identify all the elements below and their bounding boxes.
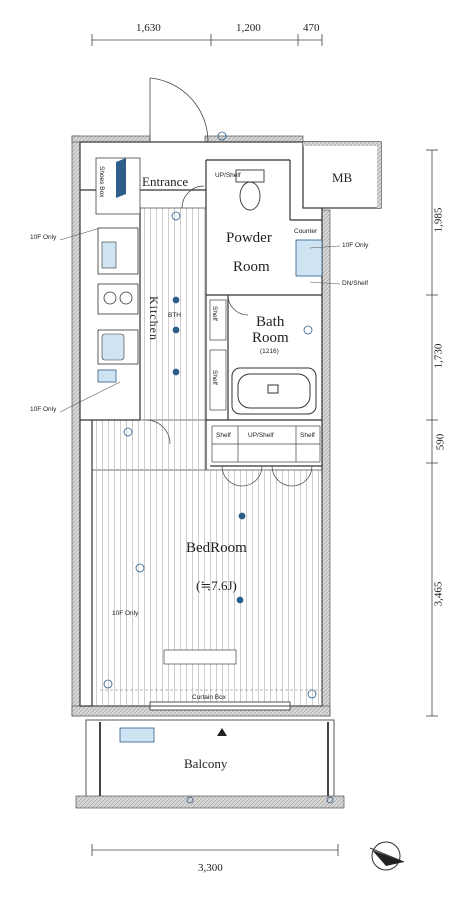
stove [97, 283, 139, 315]
dim-bottom: 3,300 [198, 862, 223, 874]
dn-shelf-label: DN/Shelf [342, 280, 369, 287]
dim-right-3: 590 [434, 433, 447, 451]
up-shelf-label-1: UP/Shelf [215, 172, 241, 179]
shelf-label-2: Shelf [211, 370, 218, 385]
balcony-marker [217, 728, 227, 736]
shelf-box-1 [209, 299, 227, 341]
bathtub [231, 367, 317, 415]
balcony-window [149, 701, 291, 711]
north-compass-icon [369, 841, 405, 871]
room-powder-label-1: Powder [226, 230, 272, 246]
mb-shaft [302, 141, 382, 209]
bath-size-label: (1216) [260, 348, 279, 355]
up-shelf-label-2: UP/Shelf [248, 432, 274, 439]
balcony [75, 719, 345, 809]
room-kitchen-label: Kitchen [147, 296, 161, 341]
closet-doors [221, 465, 313, 487]
hall-floor [92, 420, 210, 472]
dim-right-1: 1,985 [432, 207, 445, 233]
outlet-markers [97, 131, 334, 804]
closet-shelf-label-2: Shelf [300, 432, 315, 439]
entrance-door [149, 77, 209, 143]
room-balcony-label: Balcony [184, 756, 228, 771]
closet [211, 425, 321, 463]
dim-right-2: 1,730 [432, 343, 445, 369]
kitchen-floor [139, 207, 207, 421]
dim-top-2: 1,200 [236, 22, 261, 34]
dim-right-4: 3,465 [432, 581, 445, 607]
bedroom-size-label: (≒7.6J) [196, 578, 237, 593]
interior-doors [145, 185, 249, 445]
shelf-label-1: Shelf [211, 306, 218, 321]
dim-top-3: 470 [303, 22, 320, 34]
room-powder-label-2: Room [233, 259, 270, 275]
room-entrance-label: Entrance [142, 174, 189, 189]
option-label-3: 10F Only [342, 242, 369, 249]
counter-label: Counter [294, 228, 318, 235]
option-label-4: 10F Only [112, 610, 139, 617]
interior-walls [80, 159, 322, 706]
kitchen-sink-basin [101, 333, 125, 361]
closet-shelf-label-1: Shelf [216, 432, 231, 439]
bedroom-unit [163, 649, 237, 665]
mb-label: MB [332, 170, 353, 185]
room-bath-label-2: Room [252, 330, 289, 346]
utility-box [101, 241, 117, 269]
leader-lines [59, 227, 341, 413]
kitchen-sub-label: BTH [168, 312, 181, 319]
bottom-dimension-line [91, 844, 339, 856]
shoes-box-marker [116, 158, 126, 198]
option-label-2: 10F Only [30, 406, 57, 413]
dim-top-1: 1,630 [136, 22, 161, 34]
top-dimension-line [91, 34, 323, 46]
toilet [235, 169, 265, 211]
right-dimension-line [426, 149, 438, 717]
room-bedroom-label: BedRoom [186, 540, 247, 556]
room-bath-label-1: Bath [256, 314, 285, 330]
option-label-1: 10F Only [30, 234, 57, 241]
shoes-box-label: Shoes Box [98, 166, 105, 198]
curtain-box-label: Curtain Box [192, 694, 226, 701]
shelf-box-2 [209, 349, 227, 411]
